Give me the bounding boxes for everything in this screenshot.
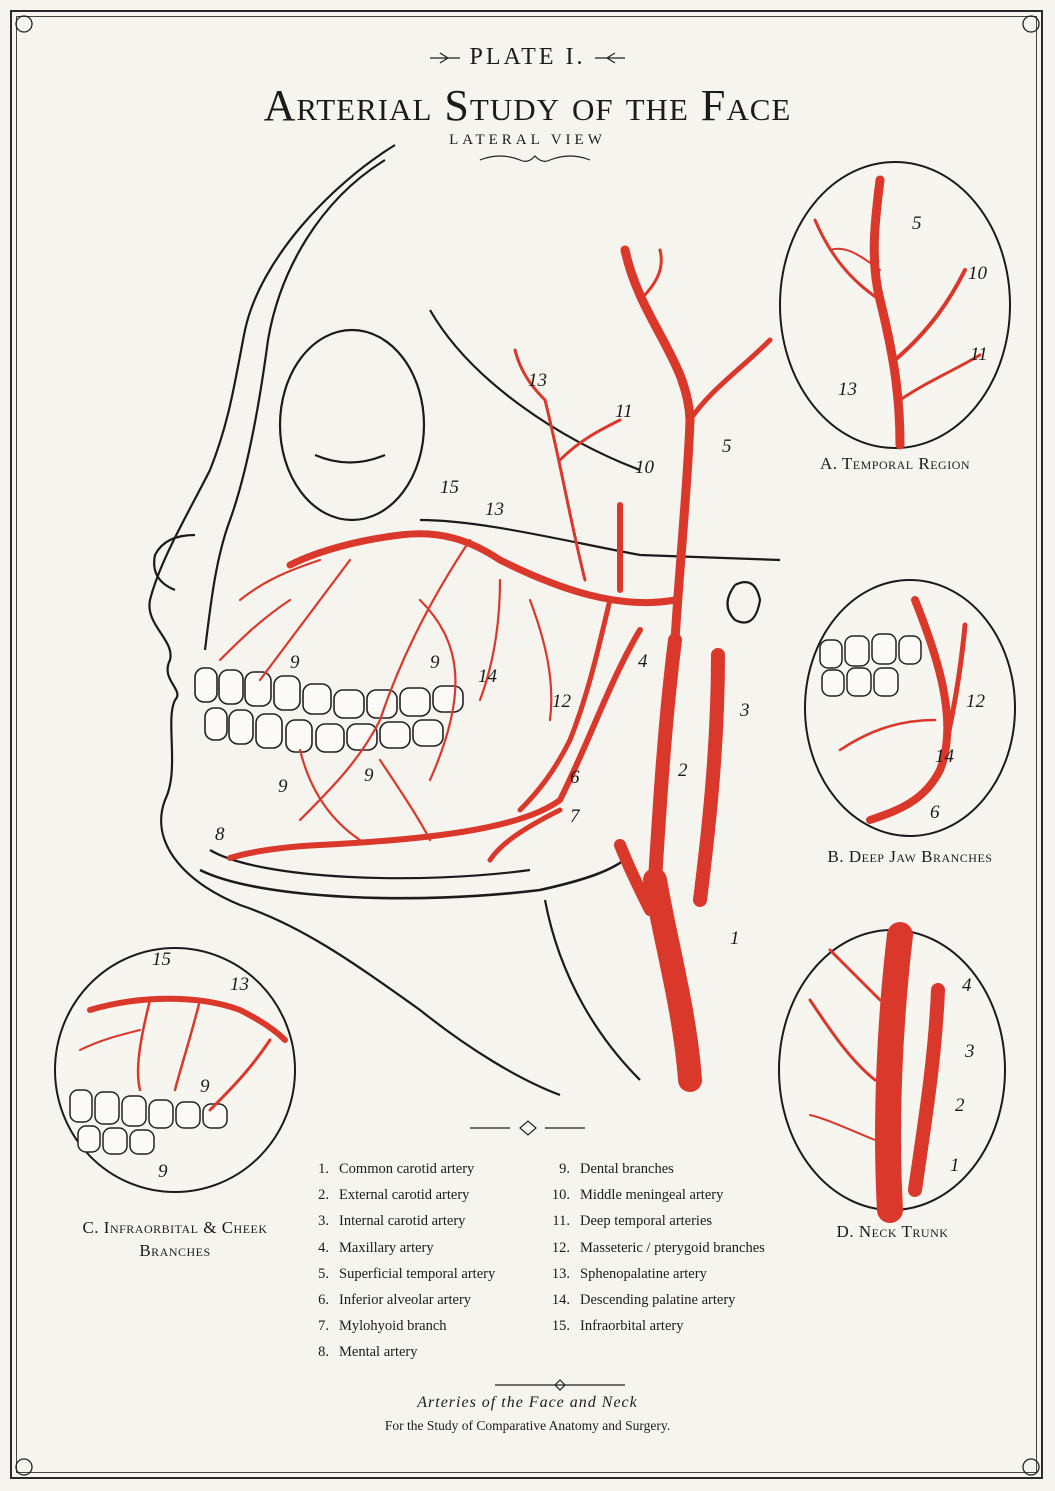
callout-5: 5 [722,436,732,457]
legend-item: 15.Infraorbital artery [551,1318,684,1335]
deep-temporal-arteries [513,348,622,582]
svg-text:9: 9 [200,1076,210,1097]
inset-callouts: 5 10 11 13 12 14 6 15 13 9 9 4 3 2 1 [152,213,988,1182]
legend-right: 9.Dental branches 10.Middle meningeal ar… [540,1156,765,1339]
svg-text:14: 14 [935,746,955,767]
inset-b-title: B. Deep Jaw Branches [827,847,993,866]
legend-item: 13.Sphenopalatine artery [551,1265,707,1282]
callout-1: 1 [730,928,740,949]
plate-number: PLATE I. [469,44,586,70]
common-carotid-artery [643,868,702,1092]
legend-left: 1.Common carotid artery 2.External carot… [303,1156,495,1366]
legend-item: 5.Superficial temporal artery [318,1265,496,1282]
svg-text:11: 11 [970,344,988,365]
legend-item: 10.Middle meningeal artery [551,1187,724,1204]
callout-11: 11 [615,401,633,422]
legend-item: 3.Internal carotid artery [318,1213,466,1230]
inset-temporal-region [779,161,1011,450]
callout-12: 12 [552,691,572,712]
legend-item: 8.Mental artery [318,1344,418,1361]
external-carotid-artery [648,633,682,887]
callout-4: 4 [638,651,648,672]
svg-text:9: 9 [158,1161,168,1182]
main-callouts: 1 2 3 4 5 6 7 8 9 9 9 9 10 11 12 13 13 1… [215,370,750,949]
inset-deep-jaw-branches [804,579,1016,837]
callout-6: 6 [570,767,580,788]
svg-text:4: 4 [962,975,972,996]
internal-carotid-artery [693,648,725,907]
inset-neck-trunk [778,922,1006,1223]
legend-item: 11.Deep temporal arteries [552,1213,713,1230]
page-title: Arterial Study of the Face [263,81,792,130]
corner-ornament-icon [15,15,1040,1476]
svg-text:2: 2 [955,1095,965,1116]
head-profile [148,144,781,1097]
callout-9b: 9 [430,652,440,673]
callout-9d: 9 [364,765,374,786]
mylohyoid-branch [487,807,563,863]
inset-d-title: D. Neck Trunk [836,1222,949,1241]
svg-text:13: 13 [838,379,857,400]
inset-infraorbital-cheek [54,947,296,1193]
legend-item: 12.Masseteric / pterygoid branches [551,1239,765,1256]
title-ornament-icon [430,52,625,162]
page-subtitle: LATERAL VIEW [449,132,606,148]
svg-text:13: 13 [230,974,249,995]
callout-13b: 13 [485,499,504,520]
maxillary-artery [286,530,679,607]
artery-tree [218,245,773,1092]
callout-15: 15 [440,477,459,498]
legend-item: 4.Maxillary artery [318,1239,434,1256]
svg-text:10: 10 [968,263,988,284]
callout-9a: 9 [290,652,300,673]
footer-caption: Arteries of the Face and Neck [417,1394,638,1411]
callout-9c: 9 [278,776,288,797]
legend-item: 1.Common carotid artery [318,1161,475,1177]
svg-text:1: 1 [950,1155,960,1176]
callout-13a: 13 [528,370,547,391]
legend-item: 9.Dental branches [559,1161,674,1177]
callout-8: 8 [215,824,225,845]
inset-c-title: C. Infraorbital & Cheek Branches [82,1218,268,1260]
svg-text:15: 15 [152,949,171,970]
inner-frame [16,16,1037,1473]
svg-text:12: 12 [966,691,986,712]
inferior-alveolar-artery [227,627,643,861]
inset-a-title: A. Temporal Region [819,454,971,473]
legend-item: 6.Inferior alveolar artery [318,1292,472,1309]
outer-frame [10,10,1043,1479]
svg-text:6: 6 [930,802,940,823]
callout-10: 10 [635,457,655,478]
superficial-temporal-artery [620,245,695,645]
svg-text:5: 5 [912,213,922,234]
callout-14: 14 [478,666,498,687]
svg-text:3: 3 [964,1041,975,1062]
footer-subcaption: For the Study of Comparative Anatomy and… [384,1418,671,1433]
teeth [194,667,464,753]
callout-3: 3 [739,700,750,721]
legend-ornament-icon [470,1120,625,1391]
callout-2: 2 [678,760,688,781]
legend-item: 7.Mylohyoid branch [318,1318,447,1335]
callout-7: 7 [570,806,581,827]
legend-item: 14.Descending palatine artery [551,1292,736,1309]
legend-item: 2.External carotid artery [318,1187,470,1204]
